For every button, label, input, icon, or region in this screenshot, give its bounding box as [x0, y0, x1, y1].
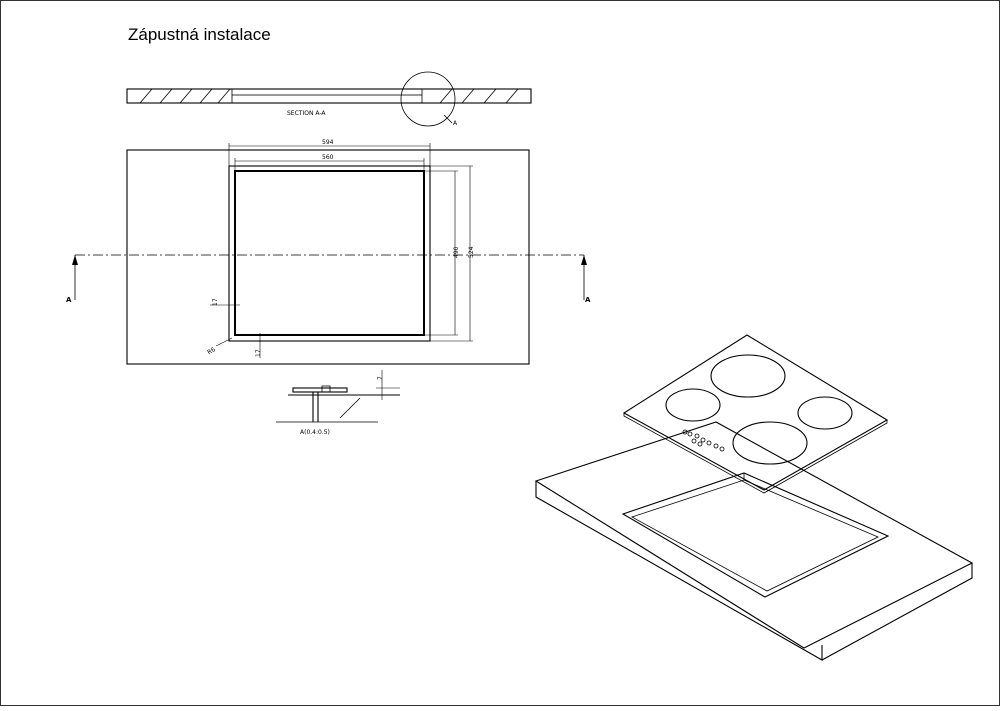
dim-outer-width: 594 [322, 139, 334, 146]
section-label: SECTION A-A [287, 110, 326, 117]
iso-countertop-side [821, 563, 973, 661]
dim-inner-width: 560 [322, 154, 334, 161]
section-arrow-right-label: A [585, 296, 591, 304]
dim-offset-side: 17 [212, 298, 219, 306]
dim-inner-height: 490 [453, 246, 460, 258]
hatching-right [439, 88, 519, 104]
dim-corner-radius: R6 [206, 346, 217, 356]
isometric-view [534, 334, 974, 661]
detail-circle [400, 71, 456, 127]
iso-countertop-front [535, 481, 823, 661]
detail-view: 7 A(0.4:0.5) [276, 370, 400, 436]
countertop-plan [126, 149, 530, 365]
detail-marker-label: A [453, 120, 458, 127]
iso-zone-large-back [710, 354, 786, 398]
iso-hob-glass [622, 334, 889, 491]
page-title: Zápustná instalace [128, 25, 271, 44]
cutout-inner [234, 170, 425, 336]
iso-zone-small-left [665, 388, 721, 422]
section-view: A SECTION A-A [126, 71, 532, 127]
section-arrow-right [581, 255, 587, 265]
iso-touch-controls [682, 429, 725, 452]
dim-outer-height: 524 [468, 246, 475, 258]
plan-view: 594 560 490 524 17 17 R6 [66, 139, 591, 365]
countertop-section [126, 88, 532, 104]
detail-dim: 7 [377, 376, 384, 380]
section-arrow-left-label: A [66, 296, 72, 304]
cutout-outer [228, 165, 431, 342]
iso-zone-small-right [797, 396, 853, 430]
detail-label: A(0.4:0.5) [300, 429, 330, 436]
detail-hob-lip [292, 387, 348, 393]
hatching-left [139, 88, 231, 104]
iso-zone-large-front [732, 421, 808, 465]
hob-section [231, 88, 423, 96]
iso-cutout [621, 472, 890, 598]
dim-offset-bottom: 17 [255, 349, 262, 357]
section-arrow-left [72, 255, 78, 265]
